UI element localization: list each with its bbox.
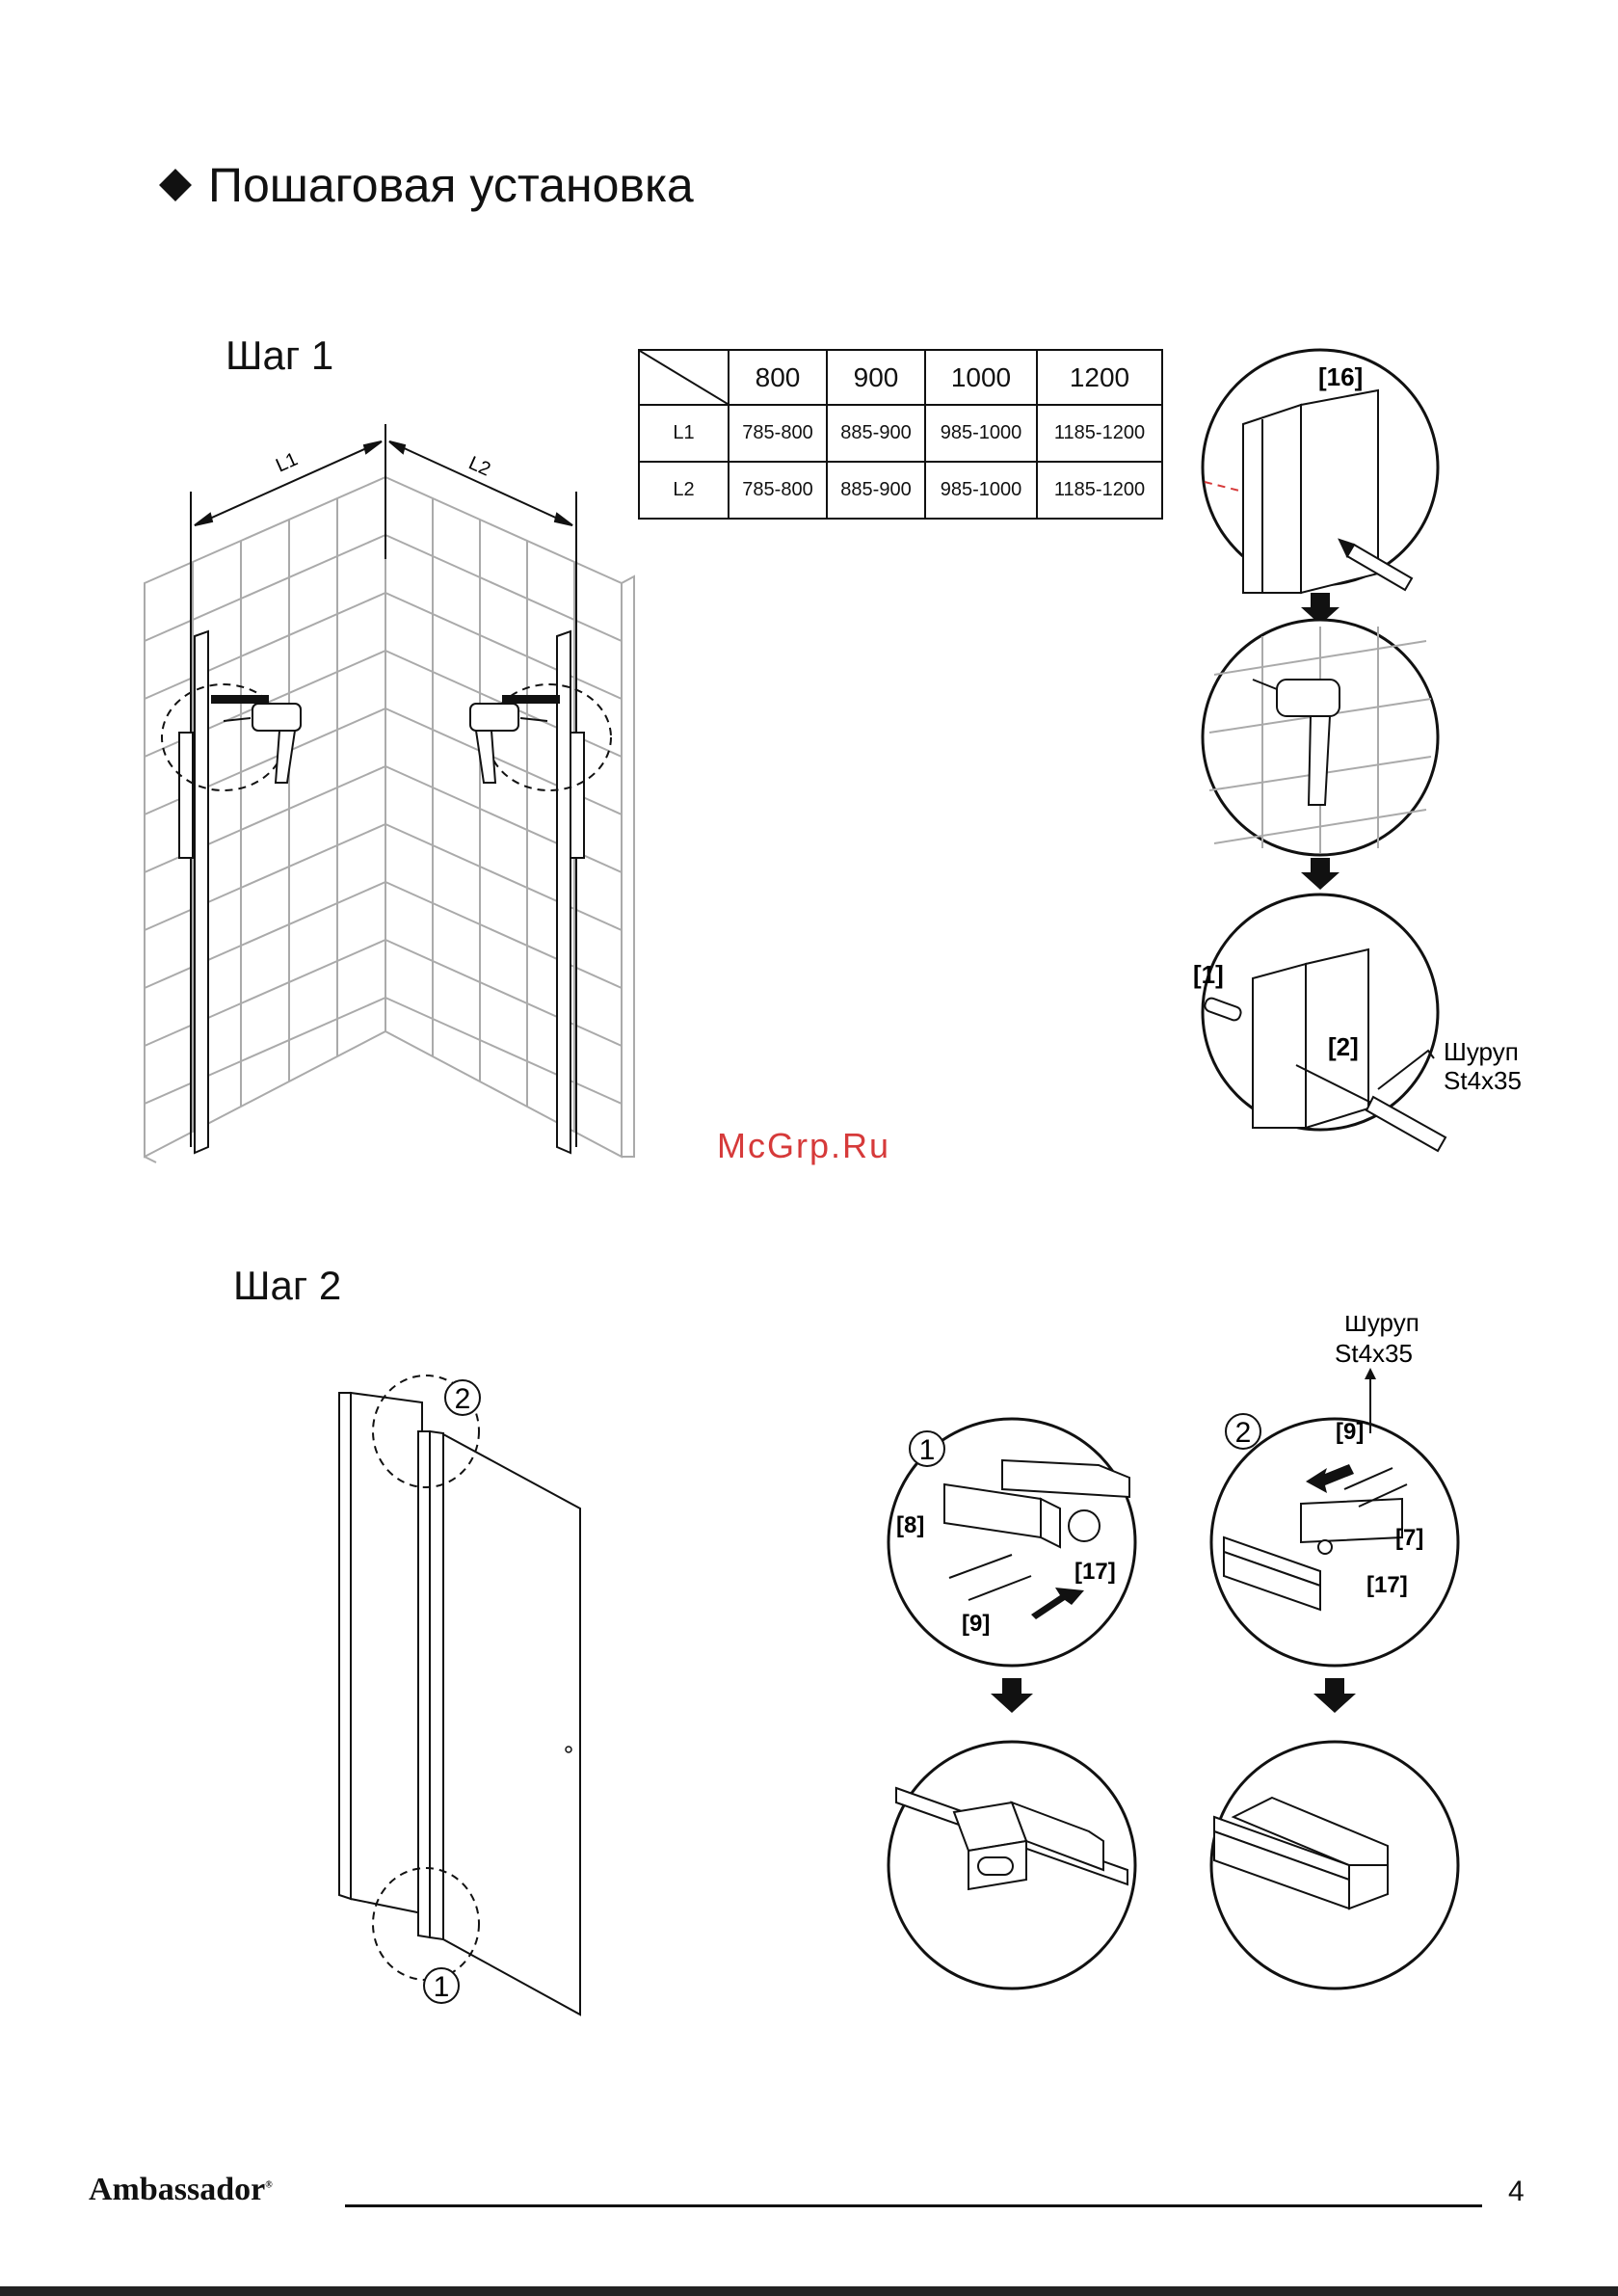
- detail-2-assembly: 2 [9] [7] [17] Шуруп St4x35: [1211, 1316, 1458, 1666]
- marker-one: 1: [434, 1971, 450, 2003]
- down-arrow-icon: [1313, 1678, 1356, 1713]
- callout-screw-line2: St4x35: [1444, 1066, 1522, 1095]
- table-header: 900: [827, 350, 925, 405]
- brand-name: Ambassador: [89, 2172, 265, 2207]
- page-title: Пошаговая установка: [164, 157, 694, 213]
- callout-part8: [8]: [896, 1512, 924, 1538]
- footer-divider: [345, 2204, 1482, 2207]
- callout-screw-line2: St4x35: [1335, 1339, 1413, 1368]
- corner-wall-illustration: L1 L2: [135, 414, 636, 1166]
- detail-2-marker: 2: [1235, 1417, 1252, 1449]
- detail-2-result: [1211, 1742, 1458, 1989]
- table-cell: 885-900: [827, 405, 925, 462]
- callout-part16: [16]: [1318, 362, 1363, 391]
- callout-part17b: [17]: [1366, 1572, 1408, 1598]
- marker-two: 2: [455, 1383, 471, 1415]
- registered-mark: ®: [265, 2180, 272, 2191]
- step1-label: Шаг 1: [225, 333, 333, 379]
- table-cell: 785-800: [729, 405, 827, 462]
- callout-part9a: [9]: [962, 1611, 990, 1637]
- table-cell: 785-800: [729, 462, 827, 519]
- table-header: 1200: [1037, 350, 1162, 405]
- callout-screw-line1: Шуруп: [1344, 1316, 1419, 1337]
- bottom-border: [0, 2286, 1618, 2296]
- drilling-detail: [1203, 620, 1438, 855]
- table-cell: 985-1000: [925, 405, 1037, 462]
- down-arrow-icon: [1301, 858, 1339, 890]
- drill-icon: [212, 696, 301, 783]
- detail-1-result: [889, 1742, 1135, 1989]
- table-cell: 1185-1200: [1037, 405, 1162, 462]
- table-cell: 1185-1200: [1037, 462, 1162, 519]
- table-cell: 885-900: [827, 462, 925, 519]
- table-row: L1 785-800 885-900 985-1000 1185-1200: [639, 405, 1162, 462]
- page-number: 4: [1508, 2176, 1525, 2208]
- door-panel-illustration: 2 1: [318, 1359, 607, 2024]
- diamond-bullet-icon: [159, 169, 192, 201]
- step1-detail-circles: [16]: [1185, 347, 1532, 1186]
- detail-1-marker: 1: [919, 1434, 936, 1466]
- table-row-label: L1: [639, 405, 729, 462]
- table-corner-cell: [639, 350, 729, 405]
- page-title-text: Пошаговая установка: [208, 157, 694, 213]
- table-row-label: L2: [639, 462, 729, 519]
- callout-part17a: [17]: [1074, 1559, 1116, 1585]
- watermark-text: McGrp.Ru: [717, 1126, 890, 1166]
- dim-label-l2: L2: [465, 452, 493, 480]
- dim-label-l1: L1: [273, 448, 301, 476]
- callout-part9b: [9]: [1336, 1419, 1364, 1445]
- drill-icon: [470, 696, 559, 783]
- brand-logo: Ambassador®: [89, 2172, 273, 2208]
- diagonal-line-icon: [640, 351, 728, 404]
- down-arrow-icon: [991, 1678, 1033, 1713]
- dimensions-table: 800 900 1000 1200 L1 785-800 885-900 985…: [638, 349, 1163, 520]
- fixing-detail: [1] [2] Шуруп St4x35: [1193, 894, 1522, 1151]
- step2-label: Шаг 2: [233, 1263, 341, 1309]
- table-cell: 985-1000: [925, 462, 1037, 519]
- table-header: 1000: [925, 350, 1037, 405]
- callout-part7: [7]: [1395, 1525, 1423, 1551]
- table-row: L2 785-800 885-900 985-1000 1185-1200: [639, 462, 1162, 519]
- callout-screw-line1: Шуруп: [1444, 1037, 1519, 1066]
- callout-part2: [2]: [1328, 1032, 1359, 1061]
- profile-marking-detail: [16]: [1203, 350, 1438, 593]
- callout-part1: [1]: [1193, 960, 1224, 989]
- step2-detail-circles: 1 [8] [9] [17] 2 [9] [7] [: [867, 1316, 1494, 2000]
- detail-1-assembly: 1 [8] [9] [17]: [889, 1419, 1135, 1666]
- table-header: 800: [729, 350, 827, 405]
